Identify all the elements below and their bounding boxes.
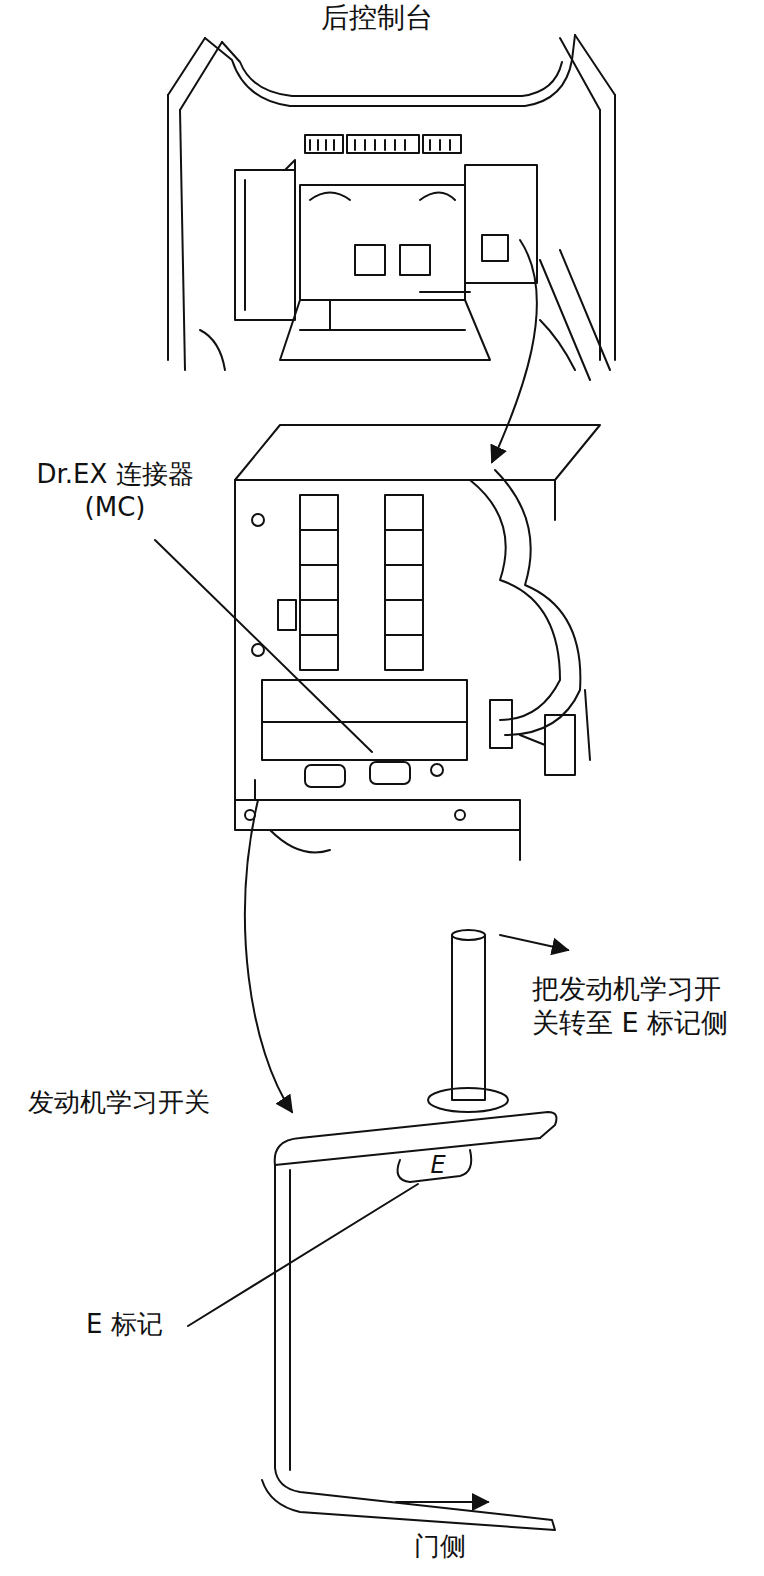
direction-label: 门侧 (414, 1530, 484, 1563)
cab-view (168, 35, 615, 462)
part-label: 发动机学习开关 (28, 1086, 268, 1119)
part-label: Dr.EX 连接器 (MC) (10, 458, 220, 523)
instruction-note: 把发动机学习开关转至 E 标记侧 (532, 972, 732, 1040)
learning-switch (188, 930, 568, 1530)
plate-mark: E (423, 1150, 453, 1180)
title: 后控制台 (292, 0, 462, 35)
part-label: E 标记 (86, 1308, 186, 1341)
